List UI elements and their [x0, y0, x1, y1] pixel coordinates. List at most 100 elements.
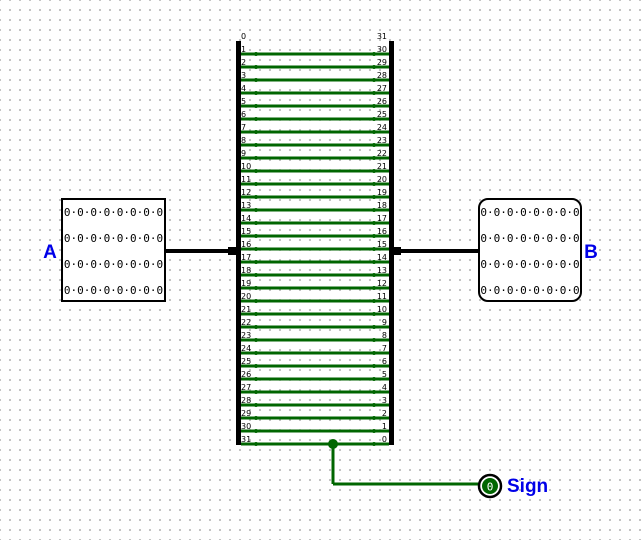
- splitter-bit-dot: [254, 208, 258, 212]
- splitter-right-label: 27: [377, 84, 387, 93]
- splitter-right-label: 30: [377, 45, 387, 54]
- splitter-bit-dot: [372, 286, 376, 290]
- splitter-bit-dot: [254, 169, 258, 173]
- splitter-bit-dot: [254, 351, 258, 355]
- output-pin-row: 0·0·0·0·0·0·0·0: [480, 284, 579, 297]
- splitter-left-label: 8: [241, 136, 246, 145]
- splitter-right-label: 21: [377, 162, 387, 171]
- splitter-bit-dot: [254, 247, 258, 251]
- bus-junction-a: [228, 247, 236, 255]
- splitter-bit-dot: [372, 104, 376, 108]
- splitter-bit-dot: [254, 442, 258, 446]
- output-pin-row: 0·0·0·0·0·0·0·0: [480, 258, 579, 271]
- splitter-right-label: 20: [377, 175, 387, 184]
- splitter-bit-dot: [372, 312, 376, 316]
- splitter-bit-dot: [372, 208, 376, 212]
- splitter-bit-dot: [372, 429, 376, 433]
- splitter-bit-dot: [372, 377, 376, 381]
- splitter-bit-dot: [254, 286, 258, 290]
- output-pin-row: 0·0·0·0·0·0·0·0: [480, 232, 579, 245]
- splitter-bit-dot: [372, 65, 376, 69]
- output-pin-label: B: [584, 242, 598, 263]
- splitter-bit-dot: [254, 325, 258, 329]
- splitter-right-label: 29: [377, 58, 387, 67]
- splitter-bit-dot: [254, 143, 258, 147]
- splitter-bit-dot: [372, 247, 376, 251]
- splitter-left-label: 25: [241, 357, 251, 366]
- splitter-bit-dot: [372, 442, 376, 446]
- splitter-bit-dot: [254, 260, 258, 264]
- splitter-left-label: 11: [241, 175, 251, 184]
- splitter-bit-dot: [254, 299, 258, 303]
- splitter-bit-dot: [254, 182, 258, 186]
- splitter-left-label: 7: [241, 123, 246, 132]
- splitter-bit-dot: [254, 117, 258, 121]
- splitter-bit-dot: [254, 156, 258, 160]
- sign-wire[interactable]: [328, 439, 481, 486]
- splitter-bit-dot: [254, 104, 258, 108]
- output-pin-b[interactable]: 0·0·0·0·0·0·0·0 0·0·0·0·0·0·0·0 0·0·0·0·…: [478, 198, 582, 302]
- splitter-right-label: 0: [382, 435, 387, 444]
- splitter-right-label: 4: [382, 383, 387, 392]
- splitter-left-label: 2: [241, 58, 246, 67]
- splitter-bit-dot: [372, 156, 376, 160]
- splitter[interactable]: 0123456789101112131415161718192021222324…: [236, 32, 394, 446]
- splitter-bit-dot: [372, 78, 376, 82]
- input-pin-a[interactable]: 0·0·0·0·0·0·0·0 0·0·0·0·0·0·0·0 0·0·0·0·…: [61, 198, 166, 302]
- splitter-right-label: 16: [377, 227, 387, 236]
- splitter-left-label: 21: [241, 305, 251, 314]
- splitter-left-label: 30: [241, 422, 251, 431]
- splitter-bit-dot: [254, 403, 258, 407]
- splitter-bit-dot: [372, 130, 376, 134]
- splitter-bit-dot: [254, 221, 258, 225]
- splitter-left-label: 6: [241, 110, 246, 119]
- splitter-right-label: 10: [377, 305, 387, 314]
- splitter-bit-wires: [241, 52, 389, 446]
- splitter-bit-dot: [254, 195, 258, 199]
- splitter-left-label: 22: [241, 318, 251, 327]
- splitter-bit-dot: [254, 52, 258, 56]
- splitter-left-label: 26: [241, 370, 251, 379]
- splitter-bit-dot: [254, 390, 258, 394]
- splitter-right-labels: 3130292827262524232221201918171615141312…: [377, 32, 387, 444]
- splitter-bit-dot: [372, 390, 376, 394]
- input-pin-row: 0·0·0·0·0·0·0·0: [64, 284, 163, 297]
- splitter-bit-dot: [372, 299, 376, 303]
- sign-probe-value: 0: [487, 481, 494, 494]
- input-pin-row: 0·0·0·0·0·0·0·0: [64, 258, 163, 271]
- splitter-left-label: 20: [241, 292, 251, 301]
- splitter-right-label: 22: [377, 149, 387, 158]
- splitter-left-label: 24: [241, 344, 251, 353]
- splitter-right-label: 24: [377, 123, 387, 132]
- splitter-bit-dot: [372, 351, 376, 355]
- splitter-right-label: 3: [382, 396, 387, 405]
- sign-junction: [328, 439, 338, 449]
- splitter-bit-dot: [254, 429, 258, 433]
- splitter-bit-dot: [254, 273, 258, 277]
- splitter-bit-dot: [372, 91, 376, 95]
- splitter-right-label: 28: [377, 71, 387, 80]
- splitter-left-label: 18: [241, 266, 251, 275]
- splitter-left-label: 15: [241, 227, 251, 236]
- splitter-bit-dot: [254, 78, 258, 82]
- splitter-bit-dot: [372, 117, 376, 121]
- splitter-left-label: 29: [241, 409, 251, 418]
- splitter-bit-dot: [372, 234, 376, 238]
- splitter-bit-dot: [254, 416, 258, 420]
- splitter-bit-dot: [372, 338, 376, 342]
- splitter-bit-dot: [254, 65, 258, 69]
- splitter-left-label: 1: [241, 45, 246, 54]
- sign-probe[interactable]: 0: [477, 473, 503, 499]
- splitter-left-label: 28: [241, 396, 251, 405]
- splitter-bit-dot: [372, 364, 376, 368]
- splitter-left-label: 14: [241, 214, 251, 223]
- splitter-bit-dot: [372, 52, 376, 56]
- splitter-bit-dot: [372, 260, 376, 264]
- splitter-bit-dot: [254, 234, 258, 238]
- splitter-bit-dot: [372, 195, 376, 199]
- splitter-left-label: 4: [241, 84, 246, 93]
- splitter-bit-dot: [254, 91, 258, 95]
- splitter-bit-dot: [372, 325, 376, 329]
- splitter-left-label: 27: [241, 383, 251, 392]
